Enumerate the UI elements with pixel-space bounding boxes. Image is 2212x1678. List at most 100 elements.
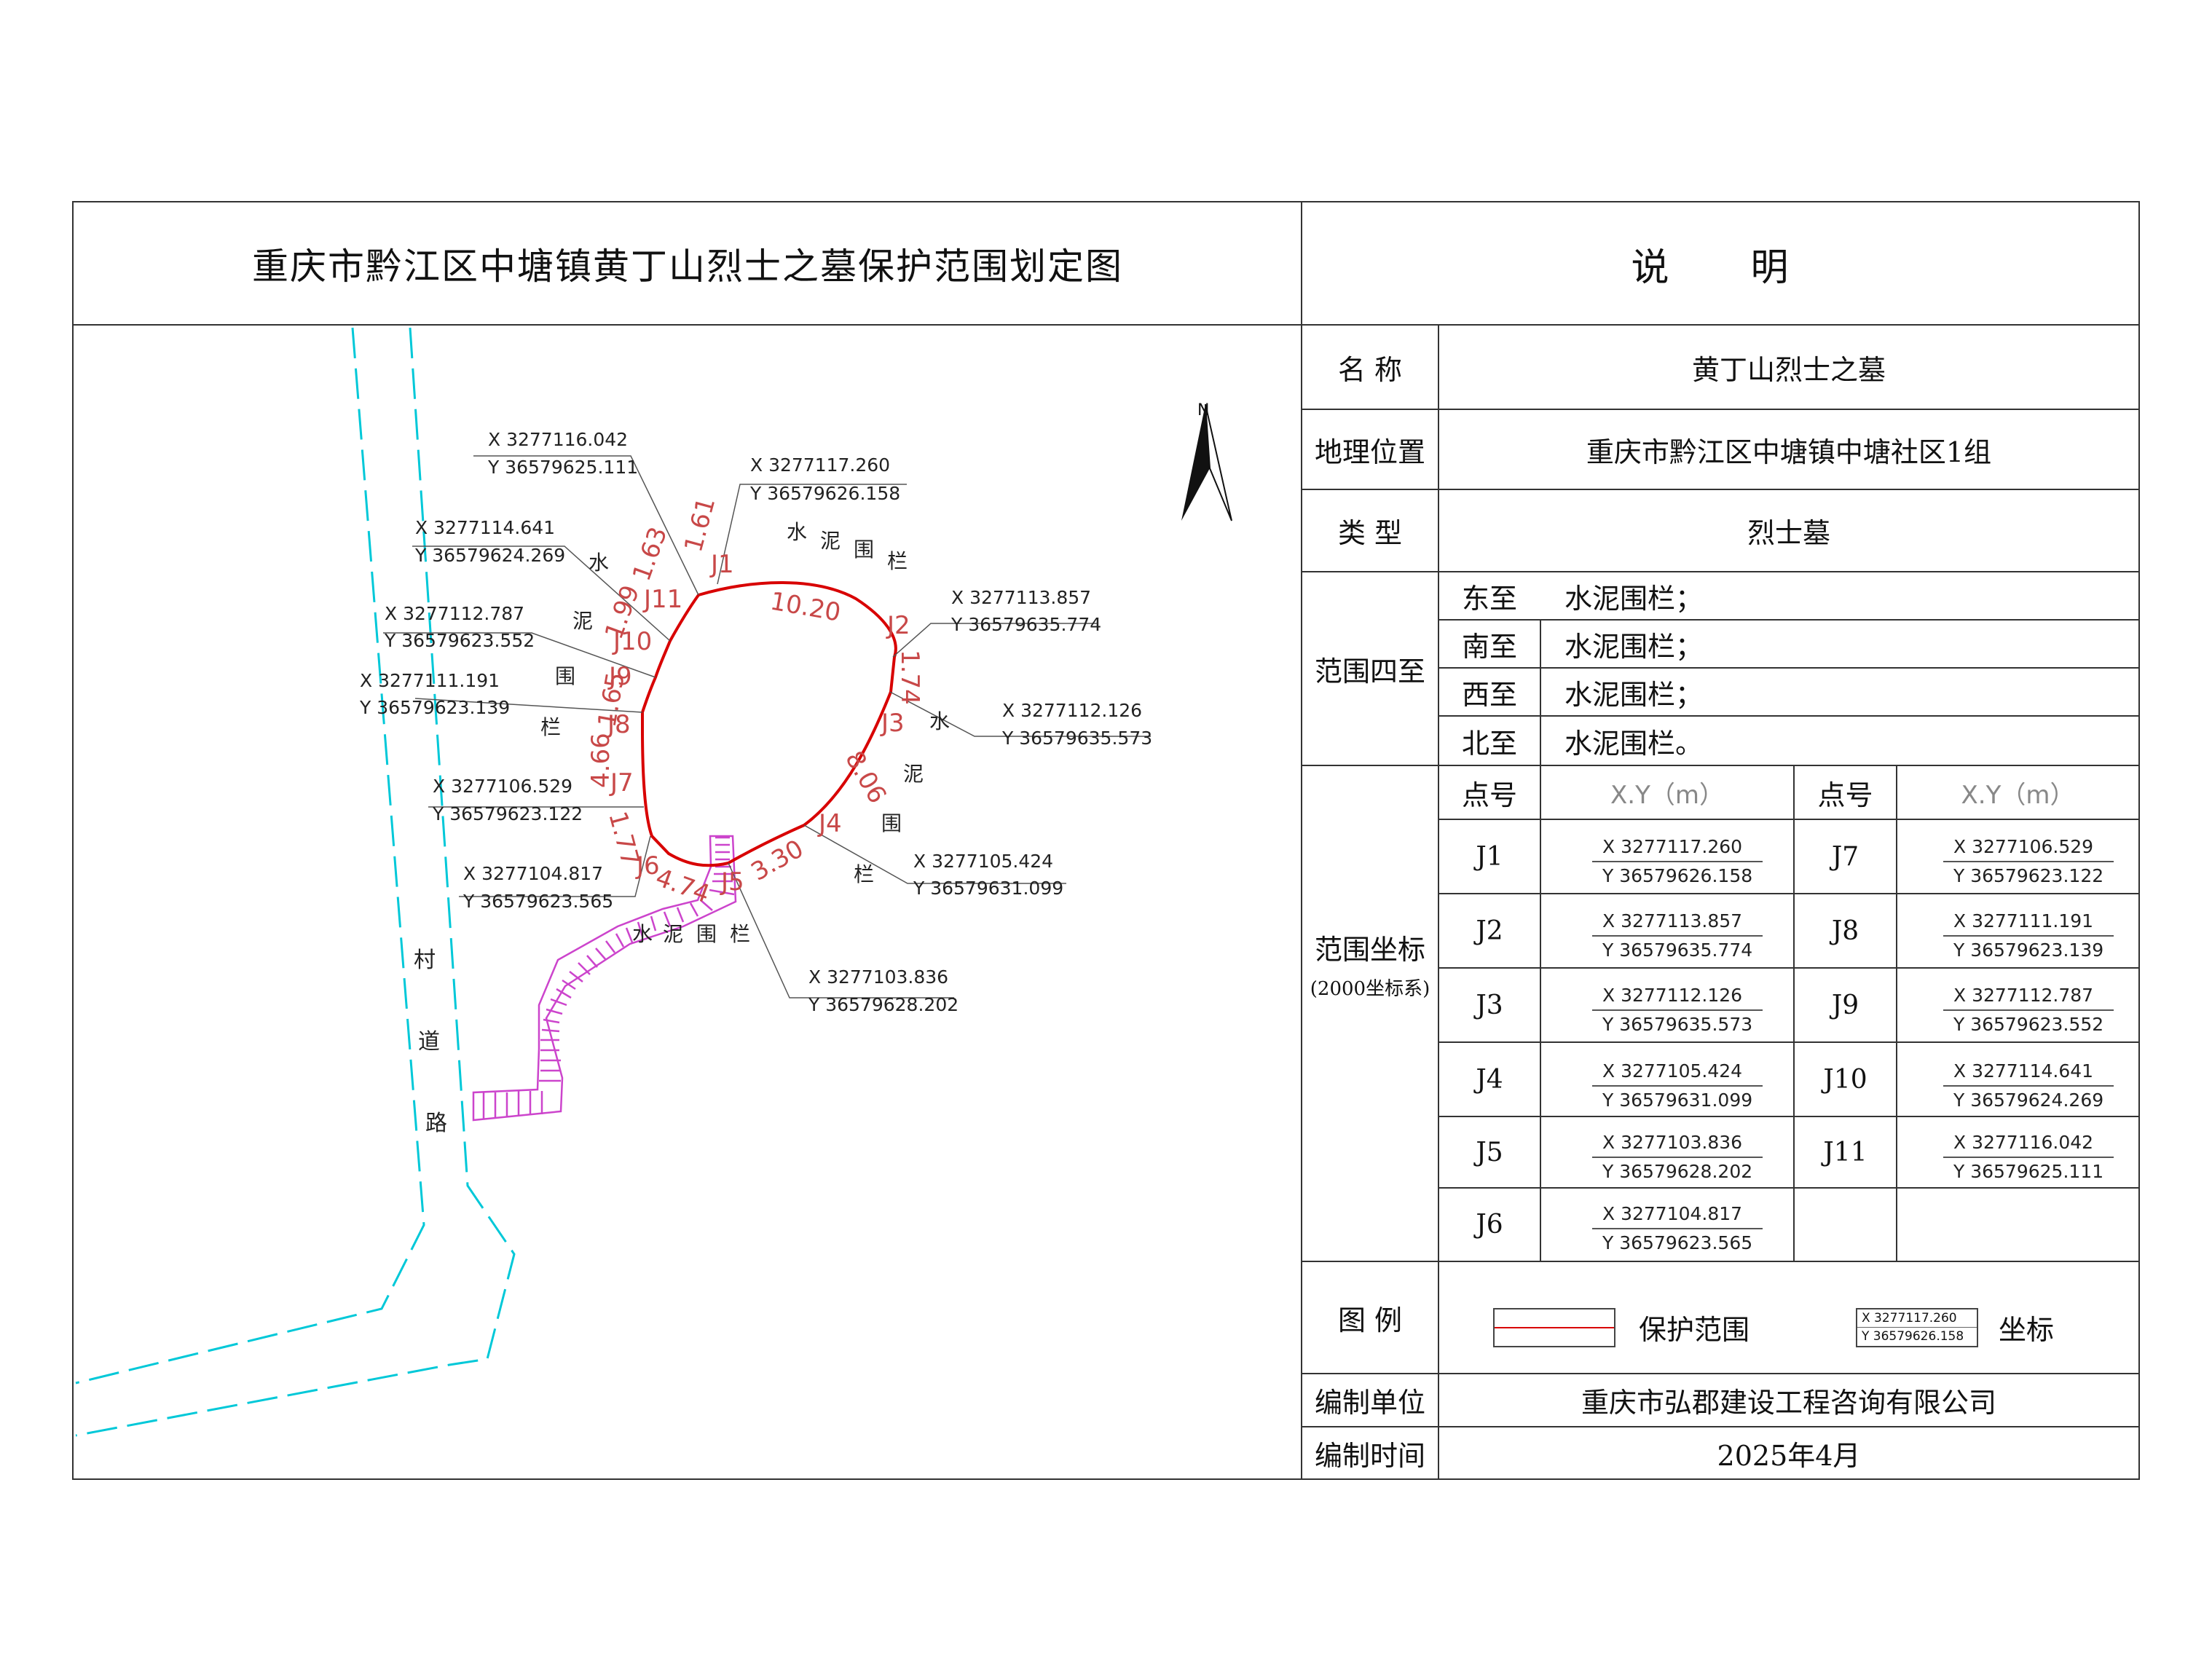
j4-y: Y 36579631.099	[913, 878, 1063, 899]
xy-header-left: X.Y（m）	[1610, 780, 1724, 810]
point-id: J9	[1831, 990, 1859, 1020]
j11-name: J11	[642, 585, 682, 614]
j8-y: Y 36579623.139	[359, 697, 510, 718]
legend-label: 图 例	[1337, 1304, 1403, 1336]
fence-char: 栏	[887, 549, 908, 573]
j3-name: J3	[880, 709, 905, 738]
name-value: 黄丁山烈士之墓	[1691, 353, 1886, 386]
j1-name: J1	[709, 550, 734, 579]
org-label: 编制单位	[1314, 1387, 1425, 1419]
row-sep	[1302, 1261, 2140, 1262]
site-map: 村 道 路 N	[75, 327, 1232, 1437]
j5-x: X 3277103.836	[808, 966, 948, 988]
fence-char: 水	[589, 551, 609, 575]
legend-area-swatch	[1493, 1308, 1615, 1347]
j7-x: X 3277106.529	[433, 776, 572, 797]
label-column-divider	[1438, 325, 1439, 1480]
legend-sample-x: X 3277117.260	[1857, 1309, 1977, 1328]
fence-char: 水	[929, 709, 950, 733]
village-road	[75, 327, 516, 1437]
name-label: 名 称	[1337, 353, 1403, 386]
step-rung	[562, 979, 576, 990]
point-id: J7	[1831, 841, 1859, 872]
j6-y: Y 36579623.565	[463, 891, 613, 912]
row-sep	[1302, 1426, 2140, 1427]
step-rung	[676, 907, 685, 923]
row-sep	[1438, 1187, 2140, 1189]
step-rung	[689, 902, 699, 917]
notes-title: 说 明	[1631, 245, 1811, 290]
leader-j6	[459, 835, 651, 897]
bound-west-value: 水泥围栏；	[1564, 678, 1704, 711]
coordinate-leaders	[383, 455, 1151, 998]
access-steps	[472, 835, 737, 1122]
org-value: 重庆市弘郡建设工程咨询有限公司	[1581, 1387, 1996, 1419]
fence-char: 泥	[903, 762, 924, 786]
point-id: J10	[1823, 1064, 1867, 1095]
leader-j4	[803, 824, 1066, 884]
point-id: J5	[1476, 1137, 1503, 1167]
legend-coord-text: 坐标	[1999, 1313, 2055, 1346]
xy-header-right: X.Y（m）	[1961, 780, 2075, 810]
step-rung	[605, 940, 615, 953]
seg-j4-j5: 3.30	[747, 834, 809, 886]
j3-x: X 3277112.126	[1002, 700, 1142, 721]
legend-coord-sample: X 3277117.260 Y 36579626.158	[1856, 1308, 1978, 1347]
seg-j1-j2: 10.20	[768, 586, 843, 627]
j5-y: Y 36579628.202	[808, 994, 959, 1015]
row-sep	[1302, 765, 2140, 766]
j9-x: X 3277112.787	[385, 603, 524, 624]
steps-outline	[472, 835, 737, 1122]
step-rung	[615, 933, 625, 948]
date-label: 编制时间	[1314, 1439, 1425, 1472]
row-sep	[1438, 967, 2140, 969]
j7-y: Y 36579623.122	[432, 803, 583, 824]
row-sep	[1438, 819, 2140, 820]
point-header-left: 点号	[1461, 779, 1517, 811]
legend-boundary-line	[1495, 1327, 1614, 1328]
leader-j1	[717, 484, 907, 585]
point-id: J11	[1823, 1137, 1867, 1167]
j4-x: X 3277105.424	[913, 851, 1053, 872]
j2-x: X 3277113.857	[951, 587, 1091, 608]
fence-char: 水	[632, 922, 653, 946]
point-id: J1	[1476, 841, 1503, 872]
date-value: 2025年4月	[1717, 1439, 1861, 1472]
col-sep	[1540, 620, 1541, 765]
step-rung	[546, 1008, 563, 1015]
bound-north-label: 北至	[1461, 727, 1517, 760]
j10-x: X 3277114.641	[415, 517, 555, 538]
j6-x: X 3277104.817	[463, 863, 603, 884]
road-char: 村	[414, 948, 436, 973]
north-label: N	[1197, 401, 1209, 420]
col-sep	[1896, 765, 1897, 1261]
leader-j3	[889, 691, 1151, 737]
seg-j2-j3: 1.74	[895, 650, 924, 705]
row-sep	[1438, 667, 2140, 669]
row-sep	[1302, 489, 2140, 490]
point-id: J4	[1476, 1064, 1503, 1095]
legend-sample-y: Y 36579626.158	[1862, 1329, 1964, 1344]
bound-north-value: 水泥围栏。	[1564, 727, 1704, 760]
step-rung	[625, 927, 634, 943]
point-name-labels: J1 J2 J3 J4 J5 J6 J7 J8 J9 J10 J11	[606, 550, 910, 897]
j2-name: J2	[886, 611, 910, 640]
j8-name: J8	[606, 710, 631, 739]
step-rung	[556, 988, 572, 999]
step-rung	[650, 915, 657, 931]
step-rung	[663, 911, 672, 927]
j10-y: Y 36579624.269	[414, 545, 565, 566]
step-rung	[595, 948, 607, 961]
fence-char: 围	[696, 922, 717, 946]
col-sep	[1540, 765, 1541, 1261]
fence-char: 水	[787, 520, 807, 544]
step-rung	[700, 899, 713, 911]
